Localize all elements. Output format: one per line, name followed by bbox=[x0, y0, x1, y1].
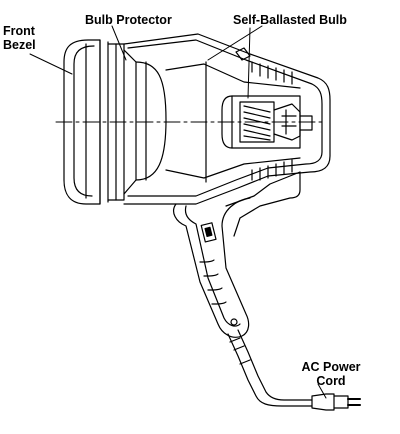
front-bezel bbox=[63, 39, 109, 205]
power-switch bbox=[200, 222, 217, 243]
label-bulb-protector: Bulb Protector bbox=[85, 13, 172, 27]
pistol-grip bbox=[173, 171, 301, 338]
housing bbox=[123, 33, 331, 205]
label-self-ballasted-bulb: Self-Ballasted Bulb bbox=[233, 13, 347, 27]
label-front-bezel: Front Bezel bbox=[3, 24, 36, 52]
label-ac-power-cord: AC Power Cord bbox=[301, 360, 361, 388]
ac-plug bbox=[311, 393, 361, 411]
leader-lines bbox=[29, 25, 327, 399]
power-cord bbox=[227, 329, 313, 407]
